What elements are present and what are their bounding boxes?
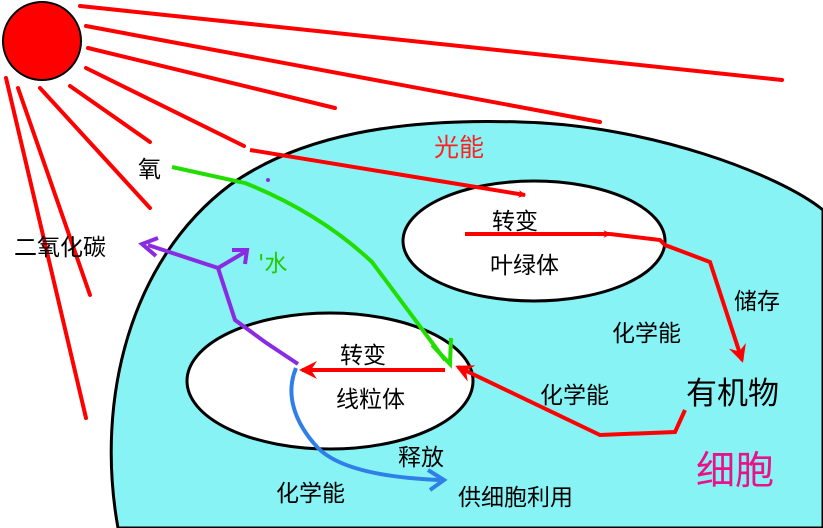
chloroplast	[401, 179, 667, 303]
water-label: '水	[258, 251, 288, 277]
release-label: 释放	[398, 445, 444, 471]
storage-arrow	[609, 232, 746, 363]
sun-rays	[4, 4, 784, 420]
release-arrow	[289, 367, 441, 482]
cell-label: 细胞	[696, 449, 775, 494]
chloroplast-label: 叶绿体	[490, 253, 559, 279]
chemical-energy-arrow	[455, 365, 687, 438]
light-energy-label: 光能	[434, 133, 485, 162]
co2-water-arrow	[147, 243, 300, 366]
chloroplast-transform-label: 转变	[492, 209, 538, 235]
organic-matter-label: 有机物	[686, 376, 779, 412]
mitochondria-transform-label: 转变	[340, 343, 386, 369]
mitochondria-label: 线粒体	[336, 387, 405, 413]
mitochondria	[185, 311, 475, 451]
light-energy-arrow	[249, 148, 527, 198]
dot-marker	[266, 178, 270, 182]
released-chemical-energy-label: 化学能	[276, 481, 345, 507]
release-arrowhead	[426, 468, 448, 492]
sun-icon	[2, 1, 82, 81]
oxygen-arrowhead	[430, 337, 453, 369]
water-arrowhead	[232, 248, 250, 265]
supply-cell-label: 供细胞利用	[458, 485, 573, 511]
stored-chemical-energy-label: 化学能	[612, 321, 681, 347]
water-branch	[216, 250, 247, 270]
co2-arrowhead	[138, 236, 159, 258]
carbon-dioxide-label: 二氧化碳	[14, 235, 106, 261]
chemical-energy-label: 化学能	[540, 383, 609, 409]
storage-label: 储存	[734, 289, 780, 315]
oxygen-label: 氧	[138, 157, 161, 183]
oxygen-arrow	[171, 165, 447, 362]
